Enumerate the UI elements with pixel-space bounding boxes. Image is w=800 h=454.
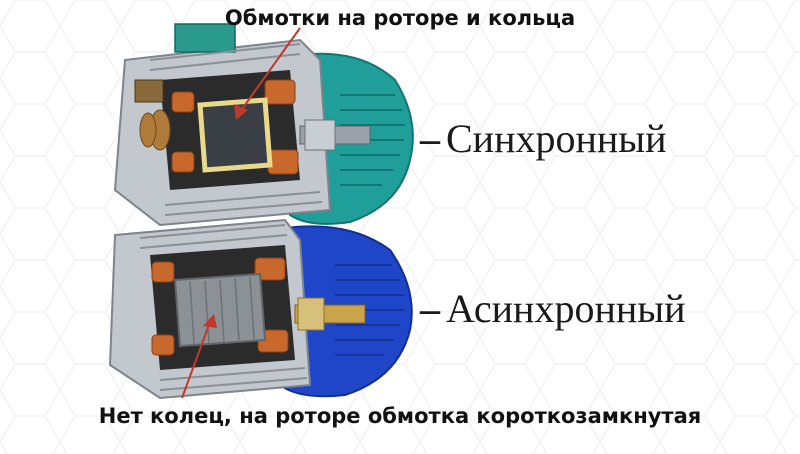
label-dash: – [420,286,440,331]
async-cooling-fins [139,224,308,391]
asynchronous-motor [108,218,413,400]
bottom-caption: Нет колец, на роторе обмотка короткозамк… [98,404,702,428]
sync-terminal-box [174,23,236,53]
top-caption: Обмотки на роторе и кольца [224,6,576,30]
sync-cooling-fins [149,43,323,216]
synchronous-label-text: Синхронный [446,116,667,161]
synchronous-label: –Синхронный [420,115,667,162]
arrow-to-squirrel-cage-rotor [181,314,217,399]
synchronous-motor [113,23,414,227]
asynchronous-label-text: Асинхронный [446,286,686,331]
sync-slip-rings [139,109,171,151]
label-dash: – [420,116,440,161]
sync-brush-holder [134,79,164,103]
arrow-to-rotor-windings [234,27,301,120]
asynchronous-label: –Асинхронный [420,285,686,332]
async-rotor [173,272,267,348]
async-windings [151,257,289,356]
sync-rotor [197,97,273,173]
sync-windings [171,79,299,175]
